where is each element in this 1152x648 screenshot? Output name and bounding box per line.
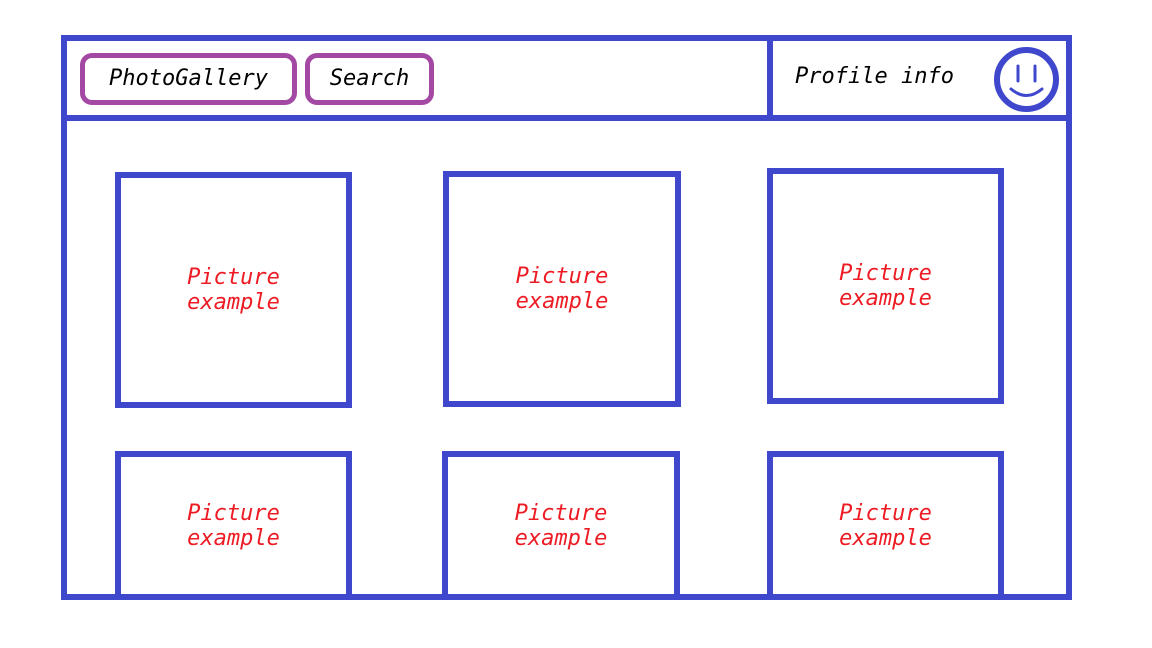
picture-card[interactable]: Picture example <box>115 172 352 408</box>
picture-card[interactable]: Picture example <box>115 451 352 594</box>
picture-card[interactable]: Picture example <box>767 451 1004 594</box>
picture-card[interactable]: Picture example <box>767 168 1004 404</box>
app-frame <box>61 35 1072 600</box>
picture-card[interactable]: Picture example <box>443 171 681 407</box>
picture-card-label: Picture example <box>839 261 932 311</box>
picture-card-label: Picture example <box>514 500 608 551</box>
picture-card[interactable]: Picture example <box>442 451 680 594</box>
smiley-face-icon <box>994 47 1059 112</box>
profile-section-divider <box>767 35 773 121</box>
picture-card-label: Picture example <box>187 500 280 551</box>
picture-card-label: Picture example <box>515 264 609 314</box>
search-button[interactable]: Search <box>305 53 434 105</box>
search-button-label: Search <box>329 66 410 91</box>
photogallery-button-label: PhotoGallery <box>109 66 268 91</box>
profile-info-link[interactable]: Profile info <box>795 64 954 89</box>
photogallery-button[interactable]: PhotoGallery <box>80 53 297 105</box>
picture-card-label: Picture example <box>187 265 280 315</box>
header-divider <box>61 115 1072 121</box>
avatar[interactable] <box>994 47 1059 112</box>
picture-card-label: Picture example <box>839 500 932 551</box>
